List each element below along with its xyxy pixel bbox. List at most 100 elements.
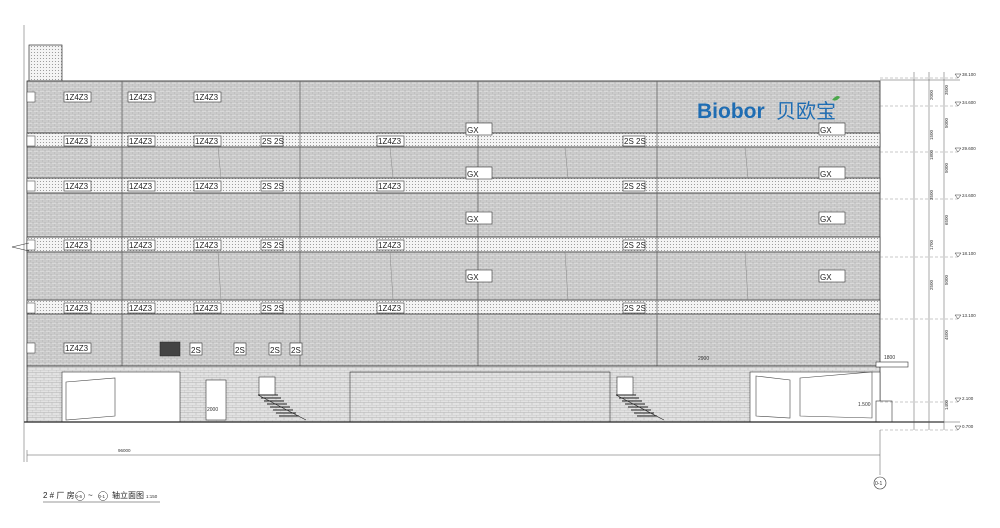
window-label: 2S 2S <box>262 241 284 250</box>
canopy <box>875 361 909 368</box>
entrance-door-right <box>616 376 634 396</box>
caption-suffix: 轴立面图 <box>112 490 144 500</box>
window: GX <box>818 269 846 283</box>
section-arrow-2 <box>11 246 30 252</box>
window-label: GX <box>820 215 832 224</box>
floor-dimension: 5000 <box>944 274 949 285</box>
logo-leaf-icon <box>832 96 840 101</box>
window: 2S <box>233 342 247 356</box>
window: 1Z4Z3 <box>193 180 222 192</box>
caption-title: 2 # 厂 房 <box>43 490 75 500</box>
grid-bubble: 0-1 <box>873 476 887 490</box>
elevation-value: 34.600 <box>962 100 976 105</box>
entrance-door-center <box>258 376 276 396</box>
elevation-value: 2.100 <box>962 396 974 401</box>
window: 1Z4Z3 <box>127 180 156 192</box>
caption-scale: 1:150 <box>146 494 158 499</box>
window-label: 1Z4Z3 <box>195 304 219 313</box>
window-label: 1Z4Z3 <box>65 241 89 250</box>
company-logo: Biobor 贝欧宝 <box>697 96 840 123</box>
logo-en-text: Biobor <box>697 100 765 123</box>
floor-dimension: 5000 <box>944 117 949 128</box>
overall-dimension: 96000 <box>26 430 881 475</box>
window-label: 2S 2S <box>624 304 646 313</box>
window-label: 1Z4Z3 <box>195 93 219 102</box>
window-label: 1Z4Z3 <box>378 241 402 250</box>
window: 1Z4Z3 <box>127 239 156 251</box>
elevation-triangle <box>954 252 962 258</box>
window: GX <box>818 122 846 136</box>
sub-dimension: 1800 <box>929 149 934 160</box>
sub-dimension: 1500 <box>929 129 934 140</box>
window: 2S 2S <box>622 135 646 147</box>
window: 1Z4Z3 <box>63 239 92 251</box>
window-label: 1Z4Z3 <box>195 241 219 250</box>
window-label: 1Z4Z3 <box>65 182 89 191</box>
vent-panel <box>159 341 181 357</box>
window-label: 2S <box>235 346 245 355</box>
elevation-value: 13.100 <box>962 313 976 318</box>
window: 2S <box>268 342 282 356</box>
floor-dimension: 5000 <box>944 162 949 173</box>
window-label: 2S <box>291 346 301 355</box>
overall-width-text: 96000 <box>118 448 131 453</box>
dock-door-right <box>755 375 791 419</box>
window-label: 2S 2S <box>262 137 284 146</box>
window: 1Z4Z3 <box>63 135 92 147</box>
window: 1Z4Z3 <box>193 91 222 103</box>
window-label: 2S 2S <box>624 137 646 146</box>
floor-dimension: 3500 <box>944 84 949 95</box>
window: 1Z4Z3 <box>193 239 222 251</box>
exterior-stairs <box>257 394 665 421</box>
window: GX <box>465 269 493 283</box>
floor-bands <box>26 80 881 367</box>
window-label: 2S 2S <box>262 182 284 191</box>
window: 1Z4Z3 <box>63 91 92 103</box>
elevation-triangle <box>954 397 962 403</box>
elevation-triangle <box>954 425 962 431</box>
elevation-triangle <box>954 194 962 200</box>
elevation-value: 24.600 <box>962 193 976 198</box>
dock-door-left <box>65 377 116 421</box>
window-label: 1Z4Z3 <box>65 137 89 146</box>
sub-dimension: 3500 <box>929 189 934 200</box>
elevation-triangle <box>954 101 962 107</box>
window-label: 1Z4Z3 <box>129 182 153 191</box>
floor-dimension: 1400 <box>944 399 949 410</box>
elevation-triangle <box>954 314 962 320</box>
window-label: 1Z4Z3 <box>129 241 153 250</box>
window-label: GX <box>467 273 479 282</box>
window-label: 2S 2S <box>262 304 284 313</box>
logo-cn-text: 贝欧宝 <box>776 100 836 123</box>
grid-bubble-label: 0-1 <box>875 481 882 487</box>
left-inner-label: 2000 <box>207 407 218 413</box>
sub-dimension: 2000 <box>929 89 934 100</box>
window: 1Z4Z3 <box>376 135 405 147</box>
floor-dimensions: 3500500050006500500045001400200015001800… <box>929 84 949 410</box>
window-label: GX <box>467 126 479 135</box>
window-label: 1Z4Z3 <box>378 304 402 313</box>
window: 1Z4Z3 <box>376 302 405 314</box>
window-label: 1Z4Z3 <box>65 304 89 313</box>
elevation-marks: 38.10034.60029.60024.60018.10013.1002.10… <box>880 72 976 431</box>
window: GX <box>465 166 493 180</box>
loading-dock-mid <box>349 371 611 423</box>
window: GX <box>465 122 493 136</box>
sub-dimension: 2500 <box>929 279 934 290</box>
window: GX <box>818 166 846 180</box>
elevation-value: 18.100 <box>962 251 976 256</box>
floor-dimension: 4500 <box>944 329 949 340</box>
window: 2S 2S <box>260 135 284 147</box>
window: 1Z4Z3 <box>376 180 405 192</box>
elevation-value: 29.600 <box>962 146 976 151</box>
window: 2S 2S <box>260 239 284 251</box>
dock-door-right-2 <box>799 371 873 419</box>
window: GX <box>465 211 493 225</box>
window: 1Z4Z3 <box>376 239 405 251</box>
window: 2S 2S <box>622 239 646 251</box>
elevation-triangle <box>954 147 962 153</box>
window-label: 1Z4Z3 <box>378 182 402 191</box>
window: 1Z4Z3 <box>63 180 92 192</box>
window-label: 1Z4Z3 <box>65 344 89 353</box>
